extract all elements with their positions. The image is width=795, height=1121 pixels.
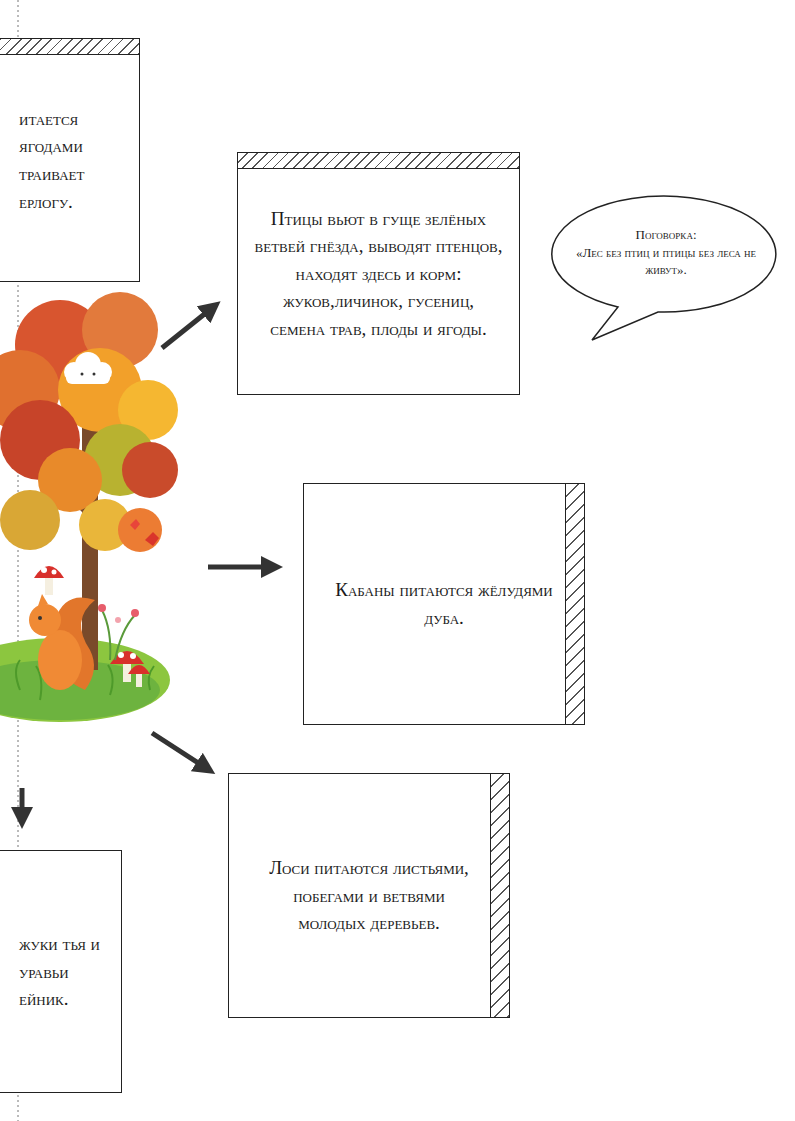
tree-illustration	[0, 292, 178, 722]
info-box: Лоси питаются листьями, побегами и ветвя…	[228, 773, 510, 1018]
arrow	[20, 788, 25, 818]
body-text: Лоси питаются листьями, побегами и ветвя…	[259, 854, 479, 937]
info-box: Кабаны питаются жёлудями дуба.	[303, 483, 585, 725]
info-box: итается ягодами траивает ерлогу.	[0, 38, 140, 282]
info-box: Птицы вьют в гуще зелёных ветвей гнёзда,…	[237, 152, 520, 395]
info-box: жуки тья и уравьи ейник.	[0, 850, 122, 1093]
arrow	[208, 565, 272, 570]
body-text: Птицы вьют в гуще зелёных ветвей гнёзда,…	[254, 205, 504, 343]
arrow	[152, 733, 206, 768]
body-text: «Лес без птиц и птицы без леса не живут»…	[571, 244, 761, 279]
body-text: итается ягодами траивает ерлогу.	[19, 105, 129, 215]
heading-text: Поговорка:	[571, 226, 761, 244]
bubble-shape	[552, 196, 776, 340]
body-text: жуки тья и уравьи ейник.	[19, 930, 109, 1013]
speech-bubble: Поговорка:«Лес без птиц и птицы без леса…	[548, 192, 784, 342]
body-text: Кабаны питаются жёлудями дуба.	[334, 576, 554, 631]
arrow	[162, 308, 212, 348]
